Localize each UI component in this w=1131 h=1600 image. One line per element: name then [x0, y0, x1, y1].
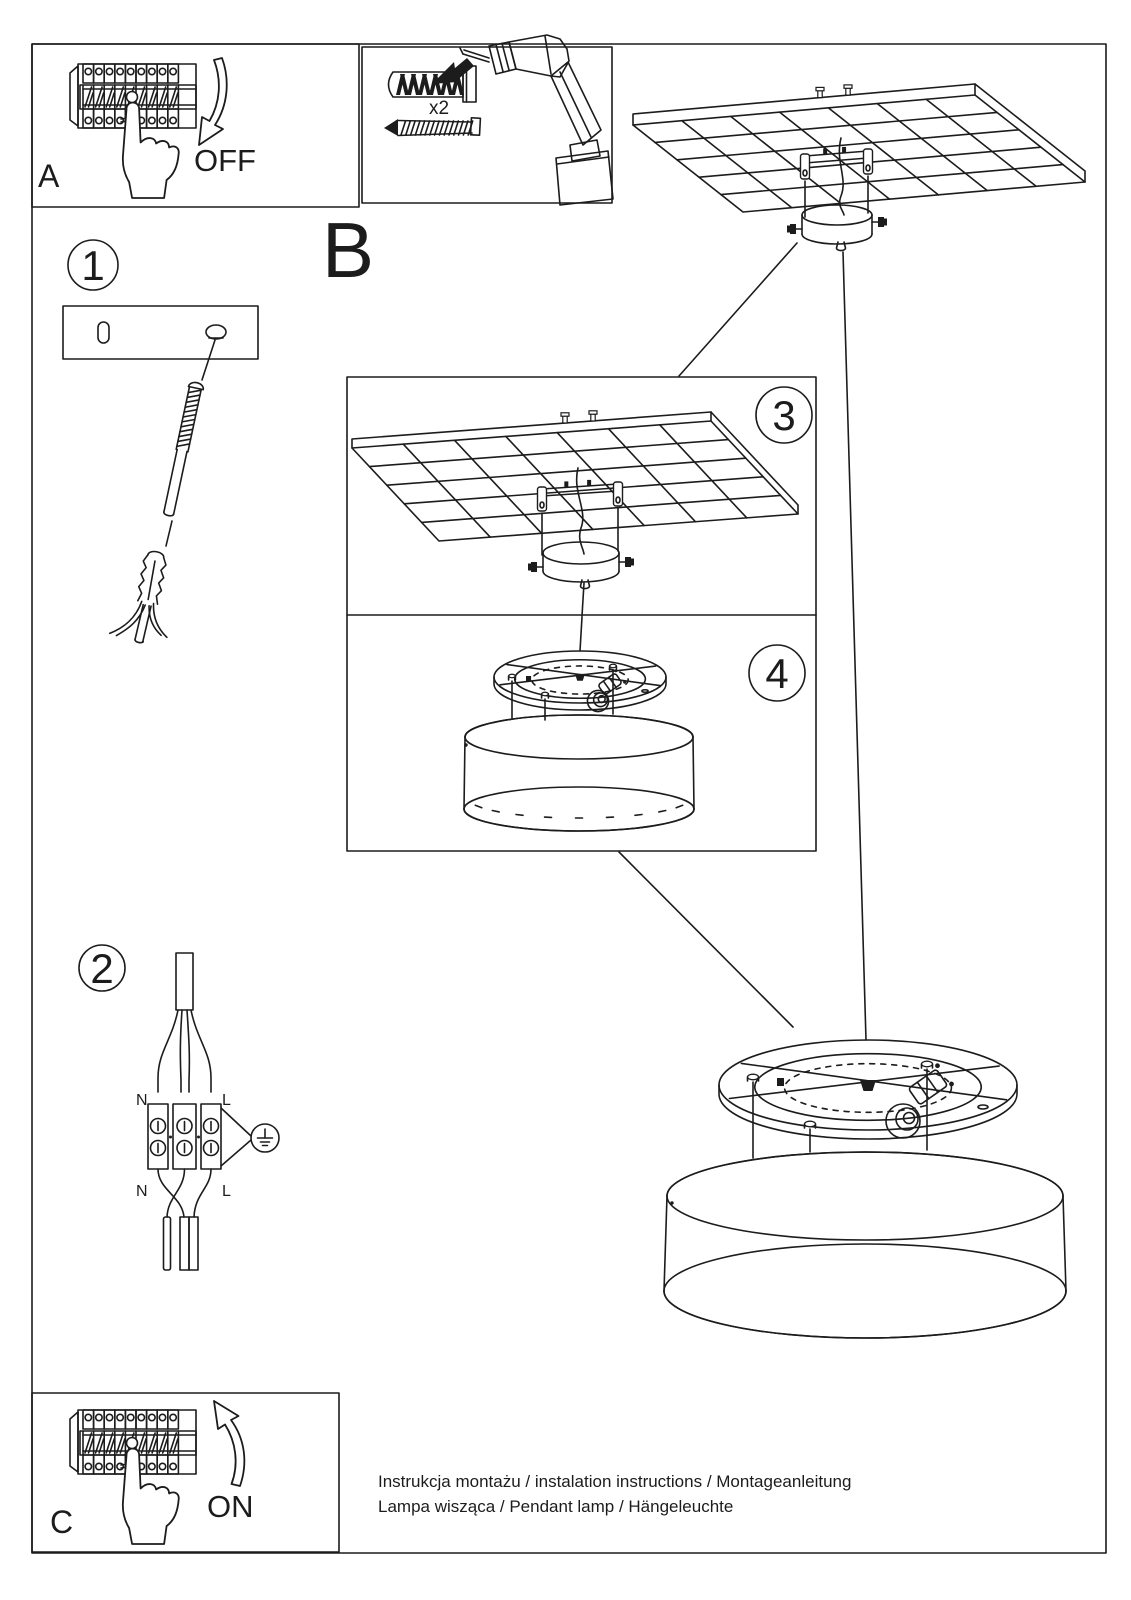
- label-step-c: C: [50, 1504, 73, 1540]
- page-frame: [31, 43, 1107, 1554]
- detail-inset-box: [67, 239, 817, 992]
- label-on: ON: [207, 1489, 254, 1524]
- badge-step1: 1: [81, 242, 104, 289]
- label-l-top: L: [222, 1092, 231, 1109]
- footer-line1: Instrukcja montażu / instalation instruc…: [378, 1472, 851, 1491]
- label-l-bottom: L: [222, 1183, 231, 1200]
- step1-anchor-illustration: [62, 305, 259, 644]
- label-n-bottom: N: [136, 1183, 148, 1200]
- breaker-off-box: [31, 43, 360, 208]
- main-illustration: [618, 83, 1086, 1339]
- step2-wiring-illustration: [147, 952, 280, 1271]
- badge-step2: 2: [90, 945, 113, 992]
- breaker-on-box: [31, 1392, 340, 1553]
- label-step-a: A: [38, 158, 60, 194]
- badge-step3: 3: [772, 392, 795, 439]
- label-n-top: N: [136, 1092, 148, 1109]
- label-quantity: x2: [429, 98, 449, 119]
- badge-step4: 4: [765, 650, 788, 697]
- label-off: OFF: [194, 143, 256, 178]
- tools-box: [361, 34, 614, 206]
- label-section-b: B: [322, 206, 374, 294]
- footer-line2: Lampa wisząca / Pendant lamp / Hängeleuc…: [378, 1497, 733, 1516]
